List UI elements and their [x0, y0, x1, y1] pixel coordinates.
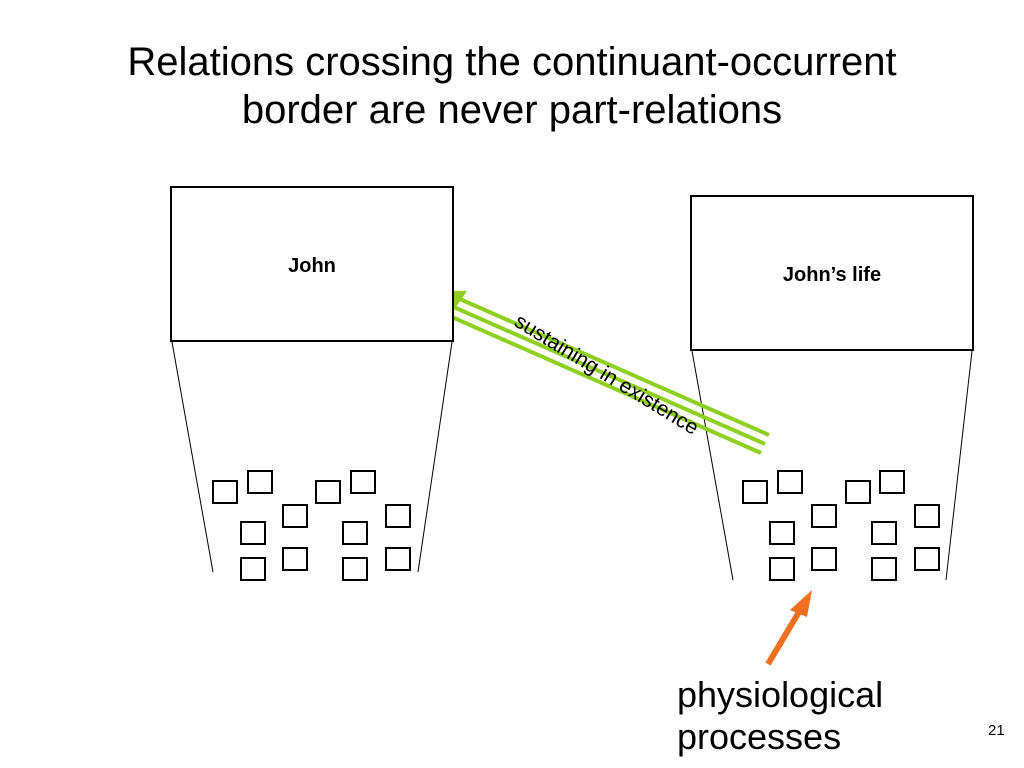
- relation-arrow-line: [444, 312, 762, 455]
- john-parts: [212, 470, 411, 581]
- john-part: [240, 557, 266, 581]
- process-part: [811, 504, 837, 528]
- relation-arrow-line: [448, 303, 766, 446]
- process-part: [845, 480, 871, 504]
- process-part: [871, 557, 897, 581]
- relation-arrow-line: [452, 294, 770, 437]
- pointer-arrowhead: [790, 590, 812, 617]
- john-part: [342, 521, 368, 545]
- life-funnel-right-line: [945, 350, 973, 581]
- process-part: [914, 547, 940, 571]
- page-number: 21: [988, 722, 1005, 739]
- john-part: [385, 504, 411, 528]
- process-part: [879, 470, 905, 494]
- life-funnel-left-line: [691, 350, 734, 581]
- john-part: [247, 470, 273, 494]
- process-part: [811, 547, 837, 571]
- pointer-arrow: [765, 590, 812, 666]
- process-part: [742, 480, 768, 504]
- john-part: [240, 521, 266, 545]
- john-part: [385, 547, 411, 571]
- process-part: [914, 504, 940, 528]
- occurrent-label: John’s life: [782, 264, 882, 286]
- process-part: [769, 521, 795, 545]
- process-part: [769, 557, 795, 581]
- title-line-1: Relations crossing the continuant-occurr…: [127, 40, 897, 84]
- pointer-arrow-line: [765, 610, 802, 666]
- slide-title: Relations crossing the continuant-occurr…: [0, 38, 1024, 134]
- john-funnel-left-line: [171, 341, 214, 573]
- caption-line-2: processes: [677, 716, 842, 757]
- continuant-label: John: [288, 255, 336, 277]
- physiological-processes-caption: physiological processes: [677, 674, 883, 758]
- process-part: [871, 521, 897, 545]
- life-parts: [742, 470, 940, 581]
- john-part: [342, 557, 368, 581]
- john-funnel-right-line: [417, 341, 453, 573]
- john-part: [282, 504, 308, 528]
- john-part: [212, 480, 238, 504]
- john-part: [315, 480, 341, 504]
- process-part: [777, 470, 803, 494]
- john-part: [350, 470, 376, 494]
- title-line-2: border are never part-relations: [241, 88, 783, 132]
- relation-label: sustaining in existence: [510, 310, 702, 440]
- occurrent-box-johns-life: John’s life: [690, 195, 974, 351]
- continuant-box-john: John: [170, 186, 454, 342]
- john-part: [282, 547, 308, 571]
- caption-line-1: physiological: [677, 674, 884, 715]
